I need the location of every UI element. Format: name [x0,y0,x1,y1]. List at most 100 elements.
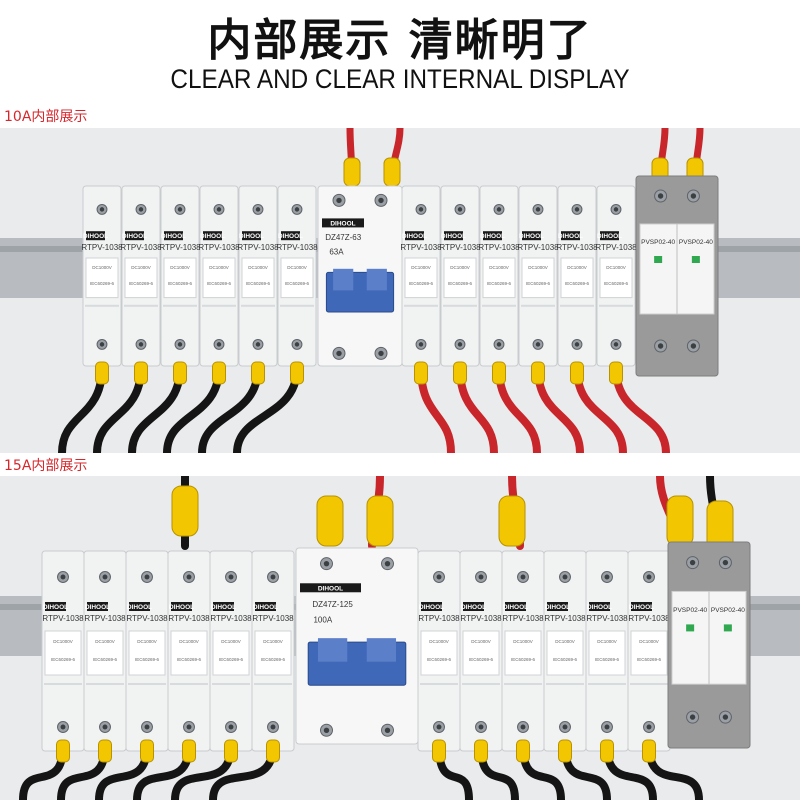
screw-head-icon [604,574,610,580]
wire-ferrule [134,361,148,385]
fuse-seam [630,683,668,685]
fuse-model-text: RTPV-1038 [595,243,637,252]
screw-head-icon [520,574,526,580]
fuse-model-text: RTPV-1038 [478,243,520,252]
brand-logo-text: DIHOOL [239,233,264,240]
screw-head-icon [604,724,610,730]
fuse-model-text: RTPV-1038 [168,614,210,623]
fuse-seam [124,304,158,307]
spd-model-text: PVSP02-40 [711,607,745,614]
fuse-standard-text: IEC60269-6 [604,281,629,286]
screw-head-icon [535,207,541,212]
fuse-label-plate [170,630,208,676]
fuse-rating-text: DC1000V [287,265,307,270]
screw-head-icon [102,574,108,580]
fuse-model-text: RTPV-1038 [42,614,84,623]
breaker-toggle-left [317,638,348,662]
fuse-label-plate [443,257,477,299]
breaker-rating-text: 100A [313,615,332,624]
fuse-label-plate [462,630,500,676]
brand-badge [86,231,105,241]
screw-head-icon [689,714,696,720]
fuse-label-plate [163,257,197,299]
fuse-label-plate [280,257,314,299]
screw-head-icon [418,342,424,347]
wire-ferrule [498,495,526,547]
brand-logo-text: DIHOOL [330,220,355,227]
fuse-label-plate [212,630,250,676]
fuse-rating-text: DC1000V [513,639,533,644]
fuse-seam [588,683,626,685]
screw-head-icon [722,559,729,566]
wire-ferrule [600,739,614,763]
fuse-standard-text: IEC60269-6 [168,281,193,286]
wire-ferrule [414,361,428,385]
wire-ferrule [173,361,187,385]
fuse-seam [241,304,275,307]
fuse-label-plate [504,630,542,676]
wire-ferrule [366,495,394,547]
wire-ferrule [140,739,154,763]
screw-head-icon [384,727,391,733]
fuse-standard-text: IEC60269-6 [565,281,590,286]
fuse-model-text: RTPV-1038 [276,243,318,252]
fuse-rating-text: DC1000V [92,265,112,270]
screw-head-icon [535,342,541,347]
breaker-toggle-right [366,638,397,662]
fuse-rating-text: DC1000V [450,265,470,270]
wire-ferrule [558,739,572,763]
screw-head-icon [323,560,330,567]
brand-logo-text: DIHOOL [161,233,186,240]
screw-head-icon [138,342,144,347]
screw-head-icon [562,724,568,730]
fuse-rating-text: DC1000V [53,639,73,644]
wire-ferrule [224,739,238,763]
fuse-label-plate [44,630,82,676]
fuse-model-text: RTPV-1038 [460,614,502,623]
fuse-model-text: RTPV-1038 [400,243,442,252]
photo-10a-svg: DIHOOLRTPV-1038DC1000VIEC60269-6DIHOOLRT… [0,128,800,453]
brand-badge [589,602,610,611]
fuse-standard-text: IEC60269-6 [595,657,620,662]
fuse-standard-text: IEC60269-6 [93,657,118,662]
brand-badge [463,602,484,611]
screw-head-icon [323,727,330,733]
brand-logo-text: DIHOOL [211,604,236,611]
fuse-seam [504,683,542,685]
brand-badge [125,231,144,241]
screw-head-icon [336,350,342,357]
fuse-label-plate [241,257,275,299]
screw-head-icon [722,714,729,720]
spd-status-indicator [691,256,700,263]
fuse-standard-text: IEC60269-6 [129,281,154,286]
fuse-model-text: RTPV-1038 [237,243,279,252]
wire-ferrule [266,739,280,763]
wire-ferrule [212,361,226,385]
fuse-model-text: RTPV-1038 [81,243,123,252]
fuse-label-plate [128,630,166,676]
fuse-label-plate [599,257,633,299]
fuse-label-plate [124,257,158,299]
screw-head-icon [436,574,442,580]
screw-head-icon [520,724,526,730]
fuse-rating-text: DC1000V [639,639,659,644]
brand-logo-text: DIHOOL [545,604,570,611]
wire-ferrule [182,739,196,763]
brand-badge [171,602,192,611]
fuse-seam [420,683,458,685]
brand-logo-text: DIHOOL [278,233,303,240]
screw-head-icon [562,574,568,580]
wire-ferrule [290,361,304,385]
brand-logo-text: DIHOOL [629,604,654,611]
brand-logo-text: DIHOOL [419,604,444,611]
screw-head-icon [186,724,192,730]
screw-head-icon [294,342,300,347]
screw-head-icon [574,342,580,347]
